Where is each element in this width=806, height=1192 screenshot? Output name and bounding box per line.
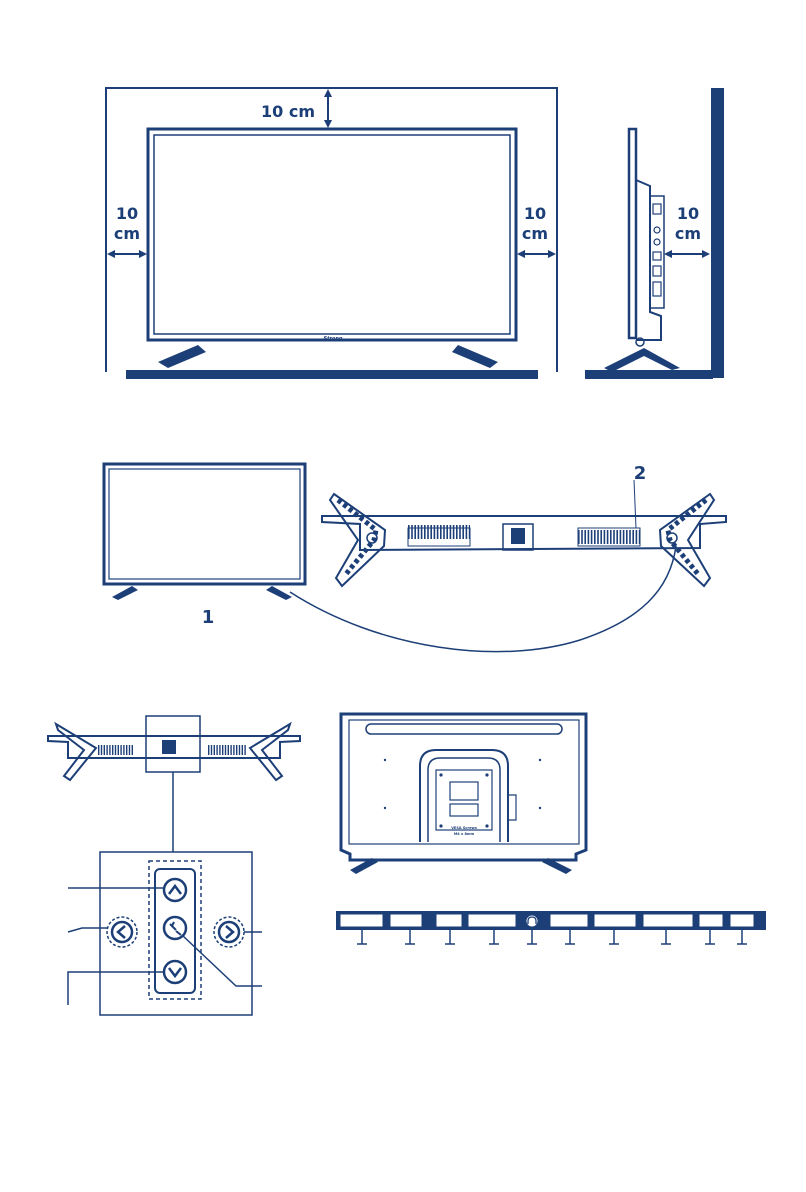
clearance-side-view: 10 cm: [585, 88, 724, 379]
speaker-grille-right: [578, 528, 640, 546]
right-button[interactable]: [214, 917, 244, 947]
headphone-port: [526, 915, 538, 927]
side-clearance-unit: cm: [675, 224, 701, 243]
floor-bar-side: [585, 370, 713, 379]
port-1: [340, 914, 383, 927]
tv-front-foot-left: [158, 345, 206, 368]
vesa-sticker-line-2: M4 x 8mm: [454, 832, 475, 836]
right-clearance-unit: cm: [522, 224, 548, 243]
vesa-sticker-line-1: VESA Screws: [451, 826, 477, 830]
stand-install-diagram: 1 2: [104, 463, 726, 652]
left-clearance-value: 10: [116, 204, 138, 223]
up-button[interactable]: [164, 879, 186, 901]
tv-front-frame: [148, 129, 516, 340]
chevron-left-icon: [118, 926, 125, 938]
control-buttons-detail: [68, 852, 262, 1015]
power-icon: [170, 922, 181, 935]
control-panel-box: [100, 852, 252, 1015]
rear-ports-panel: [336, 911, 766, 944]
tv-small-foot-left: [112, 586, 138, 600]
label-stand: 2: [634, 463, 647, 484]
tv-front-foot-right: [452, 345, 498, 368]
clearance-front-view: Strong 10 cm 10 cm 10 cm: [106, 88, 557, 379]
port-8: [643, 914, 693, 927]
label-front-view: 1: [202, 607, 215, 628]
speaker-grille-left: [408, 528, 470, 546]
left-clearance-unit: cm: [114, 224, 140, 243]
tv-rear-view: VESA Screws M4 x 8mm: [341, 714, 586, 874]
port-3: [436, 914, 462, 927]
port-9: [699, 914, 723, 927]
port-7: [594, 914, 636, 927]
tv-small-foot-right: [266, 586, 292, 600]
rear-handle-slot: [366, 724, 562, 734]
chevron-up-icon: [169, 886, 181, 894]
connector-curve: [290, 546, 676, 652]
tv-small-frame: [104, 464, 305, 584]
brand-logo: Strong: [323, 336, 342, 342]
callout-left: [68, 928, 107, 932]
tv-front-screen: [154, 135, 510, 334]
port-10: [730, 914, 754, 927]
down-button[interactable]: [164, 961, 186, 983]
top-clearance-label: 10 cm: [261, 102, 315, 121]
chevron-right-icon: [226, 926, 233, 938]
underside-controls-view: [48, 716, 300, 852]
port-2: [390, 914, 422, 927]
floor-bar: [126, 370, 538, 379]
side-clearance-value: 10: [677, 204, 699, 223]
wall: [711, 88, 724, 378]
port-6: [550, 914, 588, 927]
left-button[interactable]: [107, 917, 137, 947]
tv-side-stand: [604, 348, 680, 372]
right-clearance-value: 10: [524, 204, 546, 223]
chevron-down-icon: [169, 968, 181, 976]
tv-side-panel: [629, 129, 636, 338]
port-4: [468, 914, 516, 927]
